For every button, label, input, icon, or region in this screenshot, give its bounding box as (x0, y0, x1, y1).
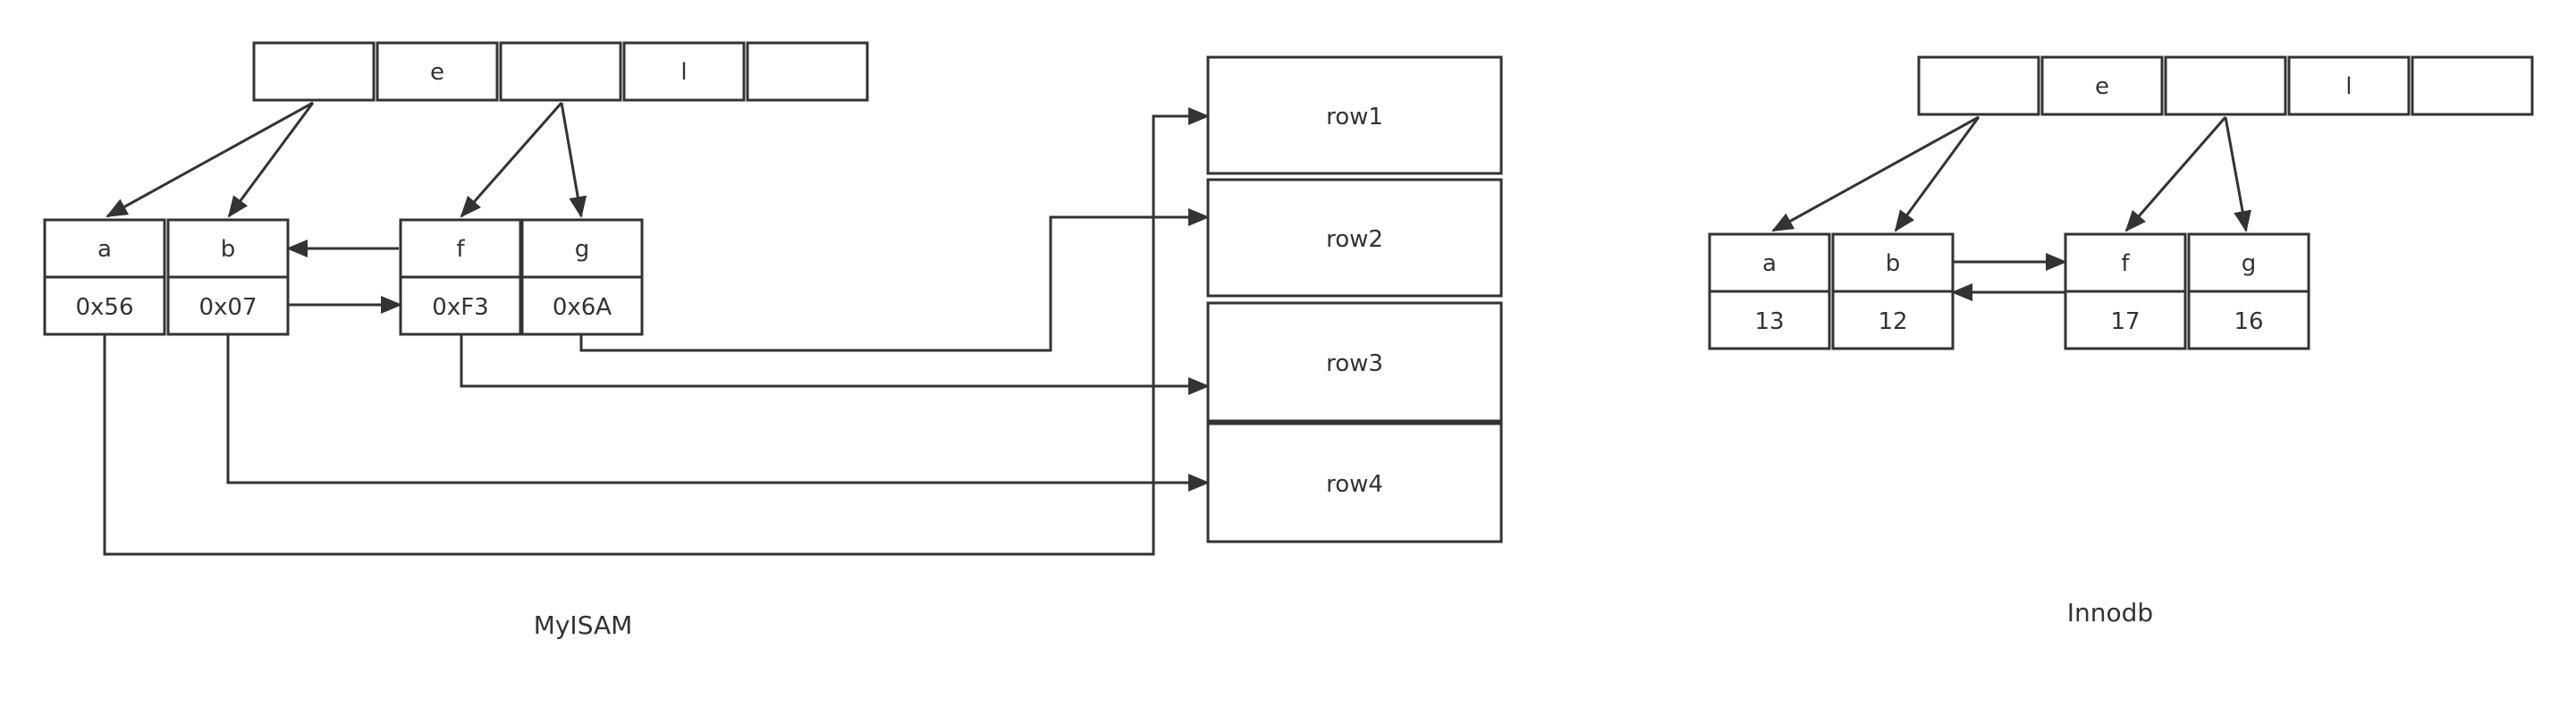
myisam-left-leaf: a b 0x56 0x07 (43, 218, 290, 336)
myisam-leaf-value-cell-g (520, 275, 644, 336)
innodb-left-leaf: a b 13 12 (1708, 232, 1955, 350)
myisam-leaf-key-a: a (97, 236, 112, 263)
myisam-leaf-value-a: 0x56 (75, 294, 133, 321)
myisam-row-box-1 (1206, 55, 1503, 175)
myisam-root-cell-1 (376, 41, 499, 102)
innodb-leaf-key-cell-f (2064, 232, 2187, 293)
innodb-caption: Innodb (2067, 598, 2153, 627)
myisam-root-key-1: e (430, 59, 444, 86)
myisam-row-label-2: row2 (1326, 226, 1383, 253)
innodb-root-node: e l (1917, 55, 2534, 116)
myisam-leaf-key-cell-g (520, 218, 644, 279)
myisam-row-box-3 (1206, 301, 1503, 423)
myisam-right-leaf: f g 0xF3 0x6A (399, 218, 644, 336)
innodb-leaf-key-g: g (2242, 250, 2257, 277)
myisam-row-box-2 (1206, 178, 1503, 298)
innodb-connectors (1771, 115, 2251, 301)
myisam-row-label-4: row4 (1326, 471, 1383, 498)
innodb-leaf-value-a: 13 (1754, 308, 1784, 335)
myisam-edge-root-to-g (560, 102, 587, 218)
myisam-pointer-0xF3-to-row3 (460, 334, 1210, 395)
myisam-row-label-3: row3 (1326, 350, 1383, 377)
myisam-edge-root-to-b (227, 102, 315, 218)
myisam-leaf-key-b: b (221, 236, 236, 263)
myisam-edge-root-to-f (460, 102, 563, 218)
innodb-leaf-key-f: f (2121, 250, 2130, 277)
innodb-diagram: e l a b 13 12 f g 17 16 (1708, 55, 2534, 627)
myisam-leaf-value-f: 0xF3 (432, 294, 488, 321)
myisam-connectors (103, 101, 1210, 556)
innodb-leaf-value-g: 16 (2234, 308, 2263, 335)
innodb-leaf-key-a: a (1762, 250, 1777, 277)
innodb-leaf-value-b: 12 (1878, 308, 1907, 335)
myisam-root-cell-2 (499, 41, 622, 102)
myisam-pointer-0x56-to-row1 (103, 107, 1210, 556)
myisam-diagram: e l a b 0x56 0x07 f g 0xF3 0x6A (43, 41, 1503, 640)
myisam-pointer-0x07-to-row4 (226, 334, 1210, 492)
innodb-leaf-key-cell-g (2187, 232, 2310, 293)
innodb-edge-root-to-b (1894, 116, 1981, 232)
myisam-root-node: e l (252, 41, 869, 102)
innodb-root-cell-4 (2411, 55, 2534, 116)
myisam-row-box-4 (1206, 422, 1503, 543)
myisam-root-key-3: l (680, 59, 687, 86)
innodb-leaf-value-f: 17 (2110, 308, 2140, 335)
myisam-root-cell-0 (252, 41, 376, 102)
myisam-leaf-value-cell-b (166, 275, 290, 336)
myisam-leaf-value-g: 0x6A (553, 294, 612, 321)
myisam-root-cell-4 (746, 41, 869, 102)
innodb-leaf-key-cell-b (1831, 232, 1955, 293)
innodb-root-key-1: e (2095, 73, 2109, 100)
myisam-data-rows: row1 row2 row3 row4 (1206, 55, 1503, 543)
myisam-leaf-key-g: g (575, 236, 590, 263)
myisam-row-label-1: row1 (1326, 104, 1383, 130)
innodb-root-cell-1 (2040, 55, 2164, 116)
myisam-caption: MyISAM (534, 610, 633, 640)
innodb-leaf-value-cell-f (2064, 290, 2187, 350)
innodb-leaf-value-cell-a (1708, 290, 1831, 350)
innodb-root-cell-2 (2164, 55, 2287, 116)
myisam-edge-root-to-a (106, 101, 314, 218)
myisam-leaf-value-b: 0x07 (198, 294, 257, 321)
innodb-root-key-3: l (2345, 73, 2352, 100)
innodb-edge-root-to-g (2224, 116, 2251, 232)
innodb-edge-root-to-f (2124, 116, 2227, 232)
innodb-edge-root-to-a (1771, 115, 1980, 232)
innodb-root-cell-0 (1917, 55, 2040, 116)
myisam-pointer-0x6A-to-row2 (579, 208, 1210, 352)
myisam-leaf-key-f: f (456, 236, 465, 263)
innodb-leaf-key-b: b (1886, 250, 1901, 277)
innodb-root-cell-3 (2287, 55, 2411, 116)
innodb-leaf-value-cell-g (2187, 290, 2310, 350)
innodb-leaf-value-cell-b (1831, 290, 1955, 350)
innodb-right-leaf: f g 17 16 (2064, 232, 2310, 350)
myisam-root-cell-3 (622, 41, 746, 102)
